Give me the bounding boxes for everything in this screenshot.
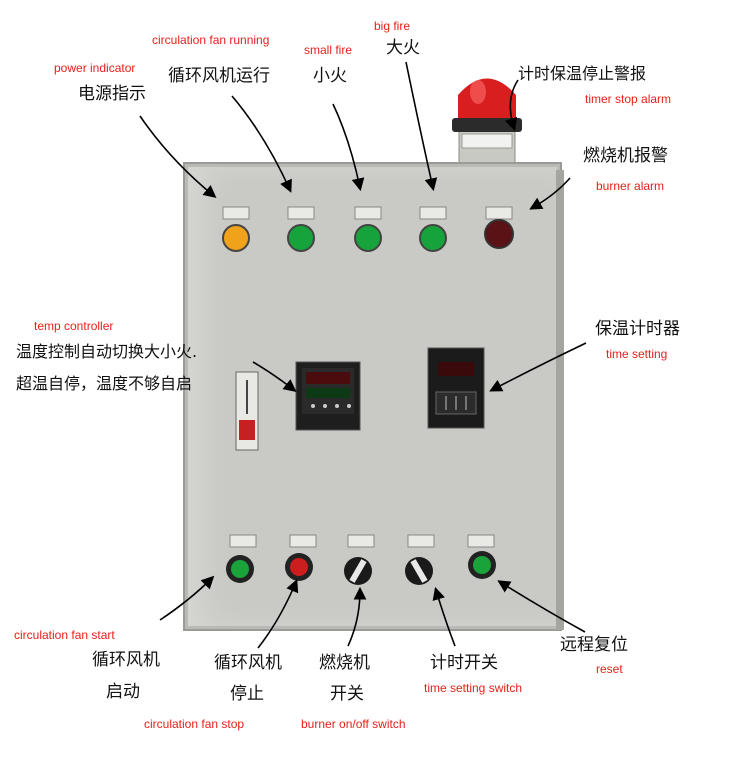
label-time-switch-en: time setting switch xyxy=(424,681,523,695)
indicator-light-burner-alarm xyxy=(484,219,514,249)
label-small-fire-en: small fire xyxy=(304,43,353,57)
pointer-arrows xyxy=(139,61,587,649)
label-time-setting-zh: 保温计时器 xyxy=(595,319,680,339)
label-burner-alarm-zh: 燃烧机报警 xyxy=(583,146,668,166)
label-fan-stop-zh-line2: 停止 xyxy=(230,684,264,704)
label-temp-controller-zh-line2: 超温自停，温度不够自启 xyxy=(16,374,193,393)
label-fan-stop-zh-line1: 循环风机 xyxy=(214,653,282,673)
selector-switch-burner xyxy=(344,557,372,585)
label-time-switch-zh: 计时开关 xyxy=(430,653,498,673)
label-time-setting-en: time setting xyxy=(606,347,668,361)
timer-relay-icon xyxy=(427,347,485,429)
label-burner-alarm-en: burner alarm xyxy=(596,179,665,193)
label-small-fire-zh: 小火 xyxy=(313,66,347,86)
label-fan-start-zh-line1: 循环风机 xyxy=(92,650,160,670)
indicator-light-power xyxy=(222,224,250,252)
indicator-light-big-fire xyxy=(419,224,447,252)
button-fan-stop xyxy=(285,553,313,581)
label-power-indicator-en: power indicator xyxy=(54,61,136,75)
label-fan-stop-en: circulation fan stop xyxy=(144,717,245,731)
cabinet-side xyxy=(556,170,564,630)
label-timer-stop-alarm-en: timer stop alarm xyxy=(585,92,672,106)
label-fan-running-zh: 循环风机运行 xyxy=(168,66,270,86)
label-fan-start-en: circulation fan start xyxy=(14,628,115,642)
button-reset xyxy=(468,551,496,579)
label-fan-start-zh-line2: 启动 xyxy=(106,682,140,702)
indicator-light-fan-running xyxy=(287,224,315,252)
label-burner-switch-zh-line2: 开关 xyxy=(330,684,364,704)
temperature-controller-icon xyxy=(295,361,361,431)
label-power-indicator-zh: 电源指示 xyxy=(78,84,146,104)
label-temp-controller-zh-line1: 温度控制自动切换大小火. xyxy=(16,342,198,361)
button-fan-start xyxy=(226,555,254,583)
label-burner-switch-zh-line1: 燃烧机 xyxy=(319,653,370,673)
label-timer-stop-alarm-zh: 计时保温停止警报 xyxy=(518,64,647,83)
label-big-fire-en: big fire xyxy=(374,19,411,33)
label-temp-controller-en: temp controller xyxy=(34,319,114,333)
alarm-beacon-icon xyxy=(452,78,522,171)
label-reset-en: reset xyxy=(596,662,623,676)
selector-switch-timer xyxy=(405,557,433,585)
side-meter-icon xyxy=(235,371,259,451)
label-burner-switch-en: burner on/off switch xyxy=(301,717,406,731)
label-reset-zh: 远程复位 xyxy=(560,635,628,655)
label-big-fire-zh: 大火 xyxy=(386,38,420,58)
indicator-light-small-fire xyxy=(354,224,382,252)
label-fan-running-en: circulation fan running xyxy=(152,33,270,47)
